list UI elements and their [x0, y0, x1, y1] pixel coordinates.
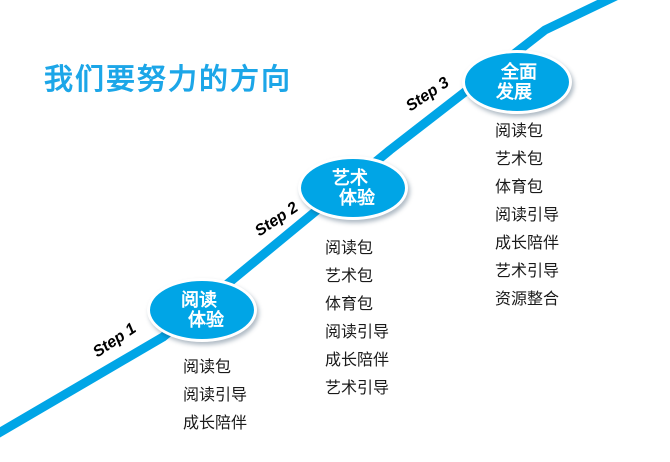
step2-ellipse-title-line1: 艺术: [332, 168, 368, 188]
list-item: 体育包: [495, 177, 544, 196]
list-item: 阅读包: [183, 357, 232, 376]
growth-line-path: [0, 0, 618, 438]
step2-ellipse-title-line2: 体验: [339, 188, 375, 208]
step1-ellipse: 阅读 体验: [147, 278, 257, 342]
step3-ellipse: 全面 发展: [462, 50, 572, 114]
step1-ellipse-title-line2: 体验: [188, 310, 224, 330]
step1-ellipse-title-line1: 阅读: [181, 290, 217, 310]
list-item: 艺术包: [495, 149, 544, 168]
list-item: 成长陪伴: [183, 413, 248, 432]
list-item: 阅读引导: [325, 322, 390, 341]
list-item: 阅读引导: [495, 205, 560, 224]
list-item: 阅读包: [495, 121, 544, 140]
list-item: 艺术引导: [325, 378, 390, 397]
page-title: 我们要努力的方向: [44, 62, 293, 96]
list-item: 成长陪伴: [495, 233, 560, 252]
step2-ellipse: 艺术 体验: [298, 156, 408, 220]
list-item: 阅读引导: [183, 385, 248, 404]
list-item: 体育包: [325, 294, 374, 313]
list-item: 艺术引导: [495, 261, 560, 280]
step3-item-list: 阅读包 艺术包 体育包 阅读引导 成长陪伴 艺术引导 资源整合: [495, 117, 559, 313]
list-item: 艺术包: [325, 266, 374, 285]
list-item: 阅读包: [325, 238, 374, 257]
step2-item-list: 阅读包 艺术包 体育包 阅读引导 成长陪伴 艺术引导: [325, 234, 389, 402]
step3-ellipse-title-line1: 全面: [501, 62, 537, 82]
step1-item-list: 阅读包 阅读引导 成长陪伴: [183, 353, 247, 437]
list-item: 资源整合: [495, 289, 560, 308]
list-item: 成长陪伴: [325, 350, 390, 369]
step3-ellipse-title-line2: 发展: [496, 82, 532, 102]
